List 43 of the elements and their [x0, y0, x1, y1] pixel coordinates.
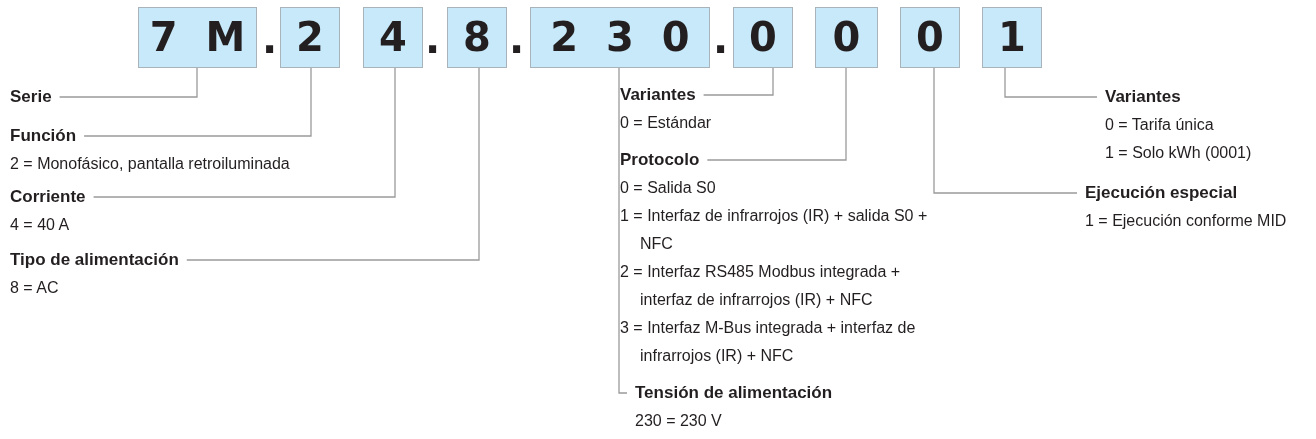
option-description: 2 = Interfaz RS485 Modbus integrada + interfaz de infrarrojos (IR) + NFC: [620, 262, 902, 310]
separator-dot: .: [425, 15, 441, 64]
separator-dot: .: [509, 15, 525, 64]
code-digit-box: 8: [447, 7, 507, 68]
field-heading: Función: [10, 125, 77, 147]
option-description: 0 = Tarifa única: [1105, 115, 1215, 135]
option-description: 0 = Estándar: [620, 113, 713, 133]
code-digit-box: 0: [733, 7, 793, 68]
leader-line: [186, 67, 480, 261]
leader-line: [58, 67, 198, 98]
field-heading: Variantes: [620, 84, 696, 106]
option-description: 230 = 230 V: [635, 411, 723, 431]
field-heading: Serie: [10, 86, 52, 108]
separator-dot: .: [262, 15, 278, 64]
code-digit-box: 0: [815, 7, 878, 68]
option-description: 4 = 40 A: [10, 215, 71, 235]
option-description: 0 = Salida S0: [620, 178, 717, 198]
code-digit-box: 1: [982, 7, 1042, 68]
leader-line: [702, 67, 774, 96]
field-heading: Variantes: [1105, 86, 1181, 108]
code-digit-box: 0: [900, 7, 960, 68]
option-description: 2 = Monofásico, pantalla retroiluminada: [10, 154, 291, 174]
leader-line: [1004, 67, 1098, 98]
code-digit-box: 2 3 0: [530, 7, 710, 68]
field-heading: Corriente: [10, 186, 86, 208]
field-heading: Tensión de alimentación: [635, 382, 833, 404]
separator-dot: .: [713, 15, 729, 64]
option-description: 1 = Ejecución conforme MID: [1085, 211, 1288, 231]
code-digit-box: 7 M: [138, 7, 257, 68]
code-digit-box: 4: [363, 7, 423, 68]
leader-line: [933, 67, 1078, 194]
option-description: 3 = Interfaz M-Bus integrada + interfaz de infrarrojos (IR) + NFC: [620, 318, 917, 366]
code-digit-box: 2: [280, 7, 340, 68]
option-description: 1 = Interfaz de infrarrojos (IR) + salida S0 + NFC: [620, 206, 929, 254]
option-description: 8 = AC: [10, 278, 60, 298]
leader-line: [618, 67, 628, 394]
leader-line: [83, 67, 312, 137]
field-heading: Tipo de alimentación: [10, 249, 179, 271]
field-heading: Ejecución especial: [1085, 182, 1238, 204]
option-description: 1 = Solo kWh (0001): [1105, 143, 1253, 163]
field-heading: Protocolo: [620, 149, 700, 171]
leader-line: [92, 67, 396, 198]
leader-line: [706, 67, 847, 161]
